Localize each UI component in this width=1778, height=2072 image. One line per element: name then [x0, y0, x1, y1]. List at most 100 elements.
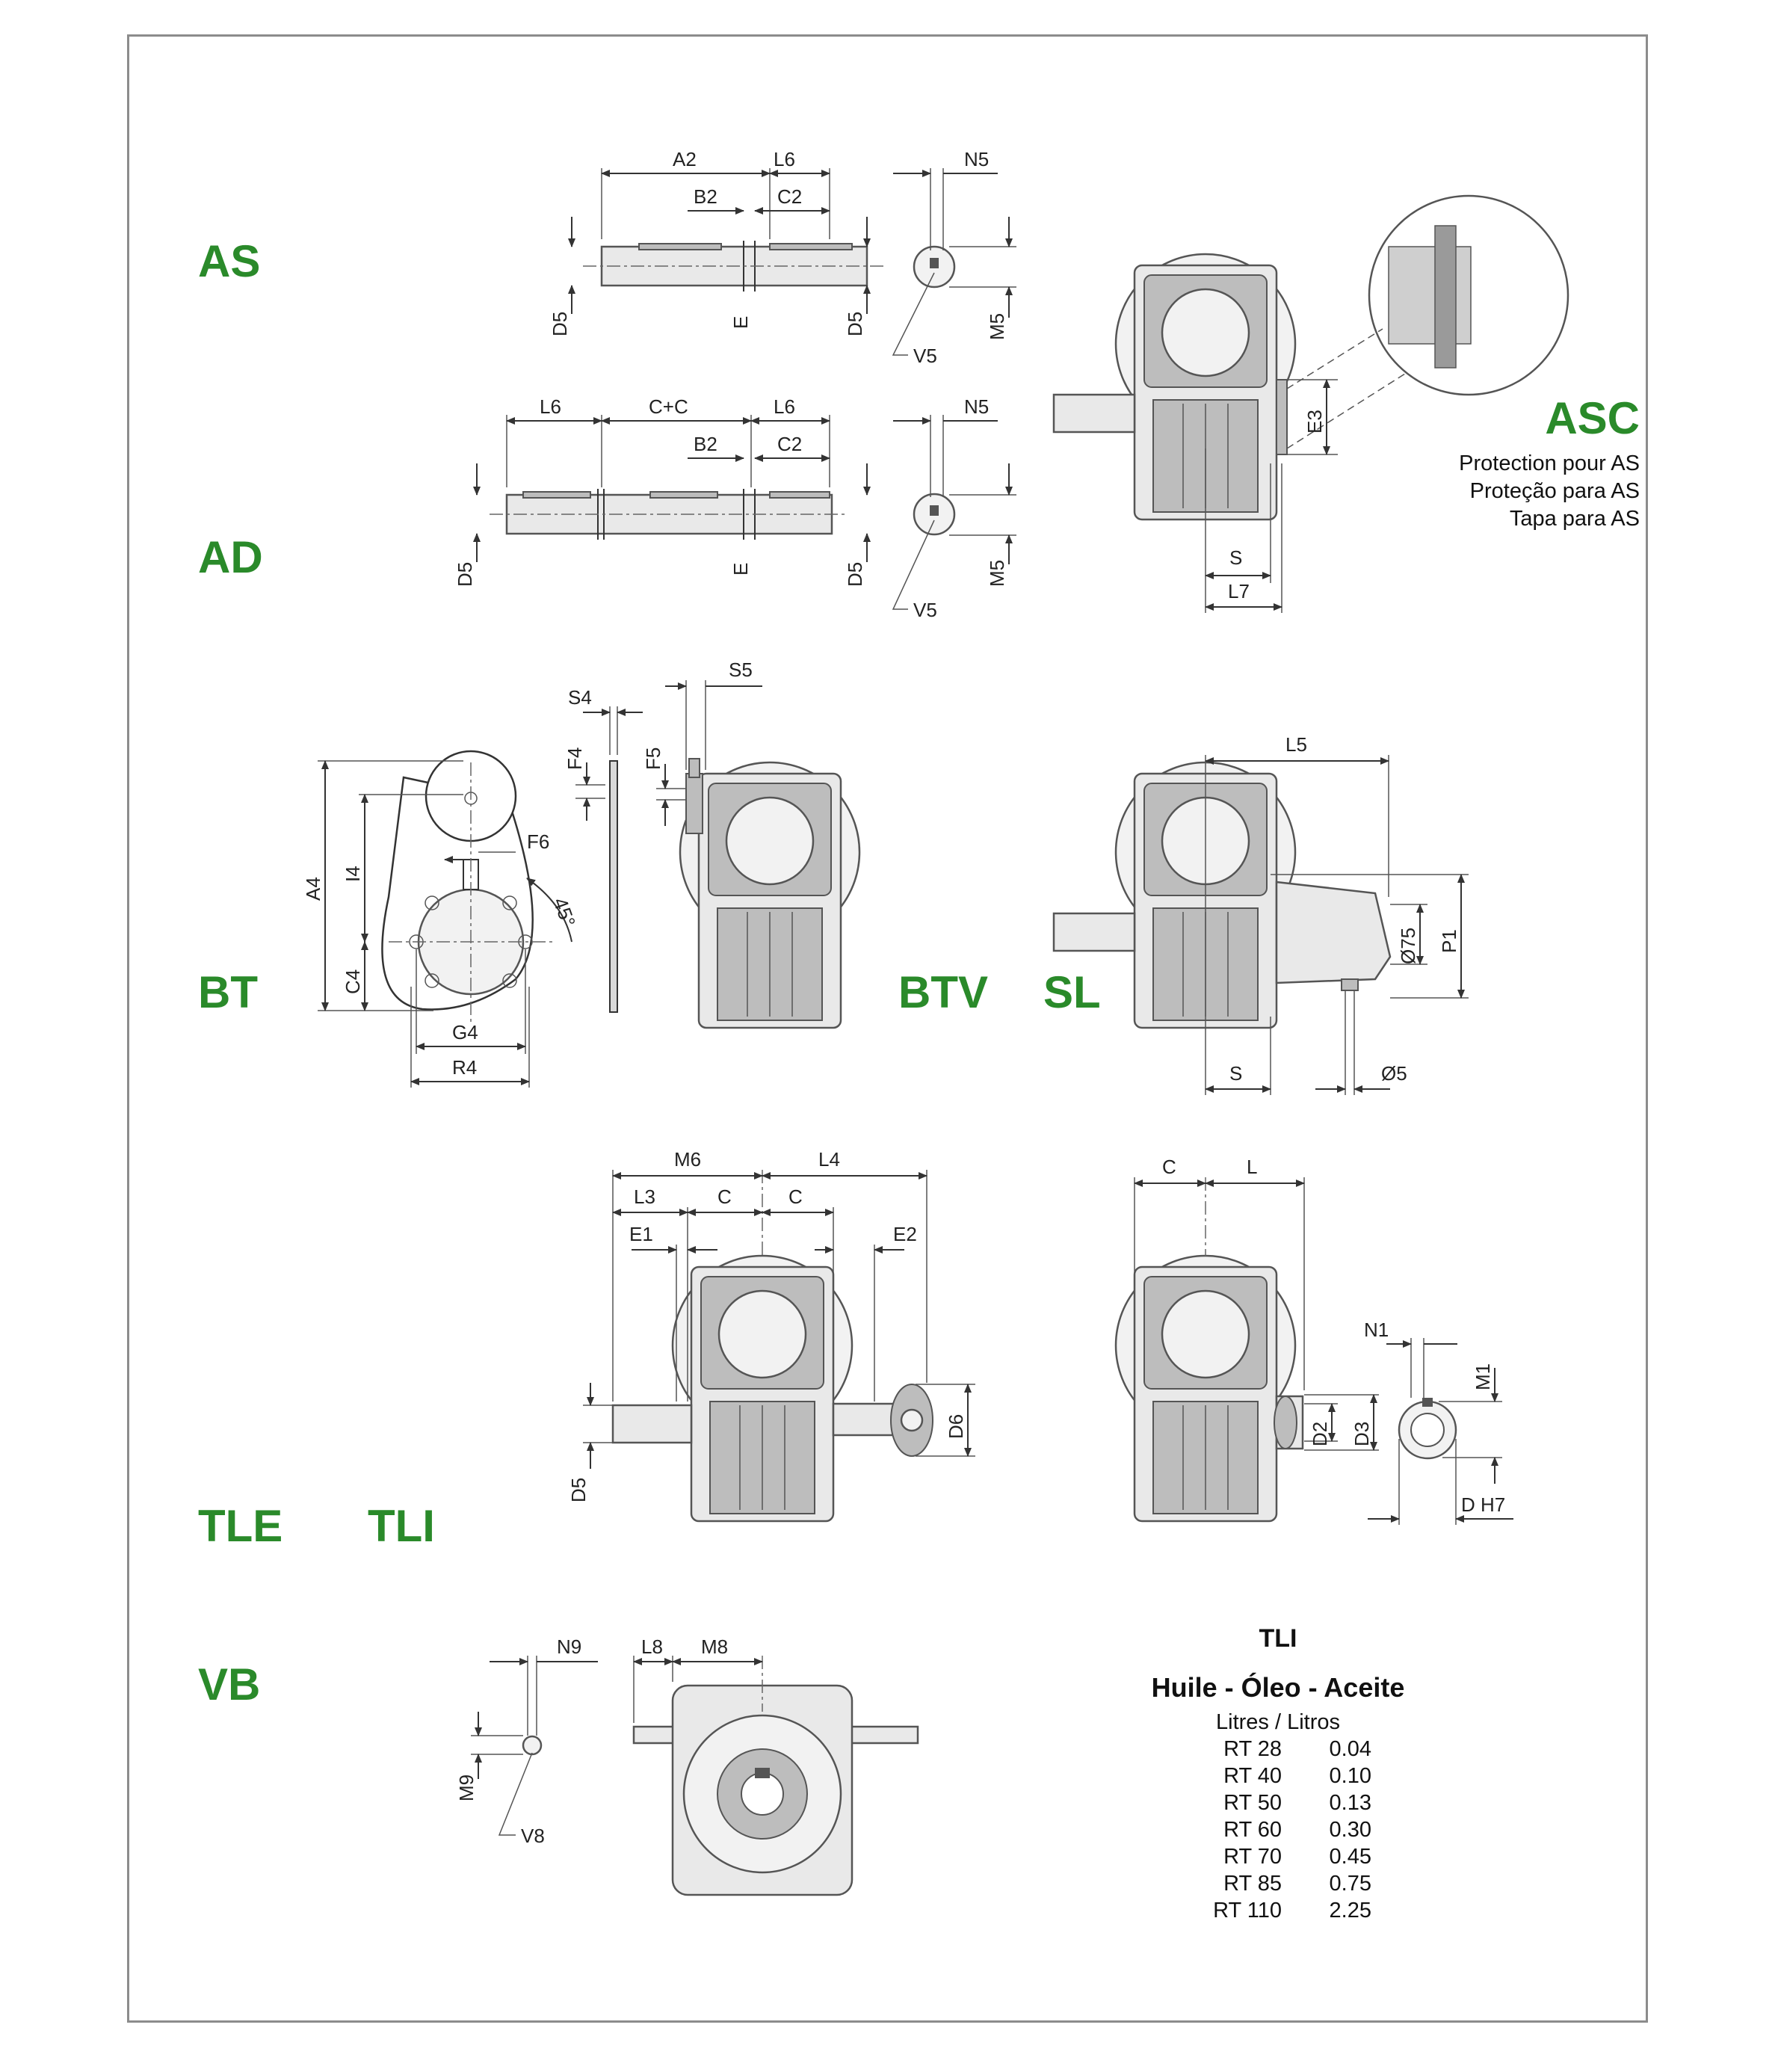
oil-table-subtitle: Huile - Óleo - Aceite	[1151, 1672, 1405, 1703]
dim-f6: F6	[527, 830, 549, 853]
dim-dh7: D H7	[1461, 1493, 1505, 1516]
dim-c-tle-right: C	[788, 1185, 803, 1208]
oil-row-value: 0.45	[1329, 1845, 1371, 1869]
tle-gearbox-drawing: M6 L4 L3 C C E1 E2 D6 D5	[567, 1148, 975, 1523]
dim-l7: L7	[1228, 580, 1250, 602]
dim-n5-as: N5	[964, 148, 989, 170]
oil-table-row: RT 50 0.13	[1114, 1789, 1442, 1816]
section-label-ad: AD	[198, 532, 263, 582]
dim-m1: M1	[1472, 1363, 1494, 1390]
section-label-tle: TLE	[198, 1501, 283, 1551]
dim-e-ad: E	[729, 563, 752, 576]
dim-v5-as: V5	[913, 345, 937, 367]
oil-table-row: RT 85 0.75	[1114, 1870, 1442, 1897]
oil-row-model: RT 28	[1223, 1737, 1282, 1761]
dim-m5-ad: M5	[986, 560, 1008, 587]
dim-v8: V8	[521, 1825, 545, 1847]
dim-d2: D2	[1309, 1422, 1331, 1446]
dim-c4: C4	[342, 969, 364, 994]
oil-table-row: RT 28 0.04	[1114, 1736, 1442, 1763]
dim-l8: L8	[641, 1635, 663, 1658]
dim-b2-as: B2	[694, 185, 717, 208]
dim-d5-ad-left: D5	[454, 562, 476, 587]
bt-torque-arm-drawing: A4 I4 C4 G4 R4 F6 45° S4 F4	[302, 686, 643, 1088]
dim-m5-as: M5	[986, 313, 1008, 340]
dim-a4: A4	[302, 877, 324, 901]
dim-d6: D6	[945, 1414, 967, 1439]
section-label-vb: VB	[198, 1659, 261, 1709]
dim-m6: M6	[674, 1148, 701, 1171]
oil-table-row: RT 40 0.10	[1114, 1763, 1442, 1789]
oil-row-value: 0.10	[1329, 1764, 1371, 1788]
page-frame	[127, 34, 1648, 2023]
dim-d3: D3	[1351, 1422, 1373, 1446]
section-label-as: AS	[198, 236, 261, 286]
dim-e2: E2	[893, 1223, 917, 1245]
dim-l-tli: L	[1247, 1156, 1257, 1178]
vb-drawing: N9 M9 V8 L8 M8	[455, 1635, 919, 1896]
dim-s-asc: S	[1229, 546, 1242, 569]
dim-s-sl: S	[1229, 1062, 1242, 1085]
dim-v5-ad: V5	[913, 599, 937, 621]
oil-row-value: 0.04	[1329, 1737, 1371, 1761]
asc-line-fr: Protection pour AS	[1459, 451, 1640, 475]
dim-i4: I4	[342, 866, 364, 882]
dim-l6-as: L6	[774, 148, 795, 170]
asc-line-es: Tapa para AS	[1509, 507, 1640, 531]
dim-f5: F5	[642, 747, 664, 770]
dim-g4: G4	[452, 1021, 478, 1043]
dim-d5-dia: Ø5	[1381, 1062, 1407, 1085]
oil-table-title: TLI	[1259, 1624, 1297, 1653]
dim-d5-ad-right: D5	[844, 562, 866, 587]
tli-gearbox-drawing: C L D2 D3 N1 M1 D H7	[1114, 1156, 1513, 1525]
oil-row-model: RT 70	[1223, 1845, 1282, 1869]
dim-e-as: E	[729, 316, 752, 329]
dim-l6-ad-right: L6	[774, 395, 795, 418]
dim-l6-ad-left: L6	[540, 395, 561, 418]
dim-45-deg: 45°	[549, 895, 580, 930]
dim-e3: E3	[1303, 410, 1326, 434]
dim-n9: N9	[557, 1635, 581, 1658]
dim-m8: M8	[701, 1635, 728, 1658]
oil-row-value: 0.13	[1329, 1791, 1371, 1815]
oil-row-model: RT 50	[1223, 1791, 1282, 1815]
dim-a2-as: A2	[673, 148, 697, 170]
dim-c2-ad: C2	[777, 433, 802, 455]
dim-d5-tle: D5	[567, 1478, 590, 1502]
section-label-btv: BTV	[898, 967, 988, 1017]
dim-c2-as: C2	[777, 185, 802, 208]
dim-l5: L5	[1285, 733, 1307, 756]
oil-row-model: RT 110	[1213, 1899, 1282, 1923]
section-label-sl: SL	[1043, 967, 1101, 1017]
oil-table-row: RT 70 0.45	[1114, 1843, 1442, 1870]
dim-n1: N1	[1364, 1319, 1389, 1341]
as-shaft-drawing: A2 L6 B2 C2 D5 E D5 N5 M5 V5	[549, 148, 1016, 367]
dim-d5-as-right: D5	[844, 312, 866, 336]
ad-shaft-drawing: L6 C+C L6 B2 C2 D5 E D5 N5 M5 V5	[454, 395, 1016, 621]
oil-row-value: 0.75	[1329, 1872, 1371, 1896]
dim-e1: E1	[629, 1223, 653, 1245]
oil-row-model: RT 60	[1223, 1818, 1282, 1842]
dim-c-tli: C	[1162, 1156, 1176, 1178]
oil-table-unit: Litres / Litros	[1216, 1710, 1340, 1734]
section-label-tli: TLI	[368, 1501, 435, 1551]
dim-cc-ad: C+C	[649, 395, 688, 418]
dim-p1: P1	[1438, 929, 1460, 953]
btv-sl-gearbox-drawing: L5 Ø75 P1 S Ø5	[1052, 733, 1469, 1095]
section-label-bt: BT	[198, 967, 258, 1017]
dim-n5-ad: N5	[964, 395, 989, 418]
dim-l3: L3	[634, 1185, 655, 1208]
dim-s4: S4	[568, 686, 592, 709]
oil-table-row: RT 110 2.25	[1114, 1897, 1442, 1924]
dim-c-tle-left: C	[717, 1185, 732, 1208]
dim-d5-as-left: D5	[549, 312, 571, 336]
dim-d75: Ø75	[1397, 928, 1419, 964]
dim-f4: F4	[564, 747, 586, 770]
oil-row-model: RT 85	[1223, 1872, 1282, 1896]
dim-b2-ad: B2	[694, 433, 717, 455]
oil-row-value: 2.25	[1329, 1899, 1371, 1923]
asc-gearbox-drawing: E3 S L7	[1052, 194, 1569, 613]
oil-row-model: RT 40	[1223, 1764, 1282, 1788]
